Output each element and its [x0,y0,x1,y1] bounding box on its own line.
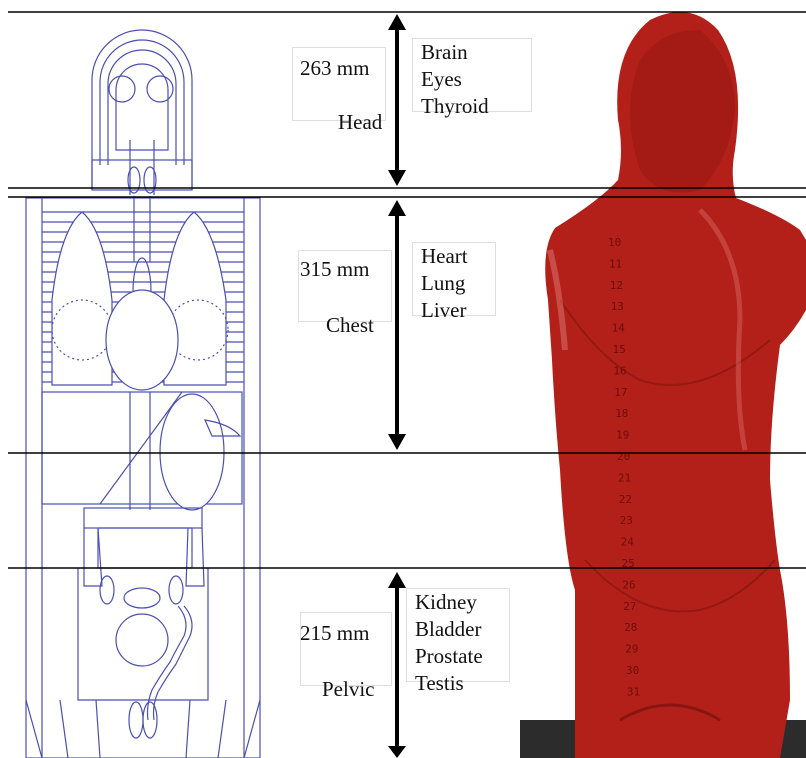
chest-length: 315 mm [300,256,369,283]
heart [106,290,178,390]
kidney-right [169,576,183,604]
organ-heart: Heart [421,243,495,270]
phantom-scale-label: 30 [626,664,639,677]
organ-lung: Lung [421,270,495,297]
phantom-scale-label: 16 [613,364,626,377]
testis-left [129,702,143,738]
phantom-scale-label: 24 [621,536,635,549]
head-label: Head [338,109,382,136]
phantom-scale-label: 11 [609,257,622,270]
eye-left [109,76,135,102]
testis-right [143,702,157,738]
phantom-scale-label: 28 [624,621,637,634]
eye-right [147,76,173,102]
head-organs: Brain Eyes Thyroid [412,38,532,112]
phantom-scale-label: 20 [617,450,630,463]
bladder [116,614,168,666]
schematic-head [92,30,192,195]
head-length: 263 mm [300,55,369,82]
organ-kidney: Kidney [415,589,509,616]
phantom-scale-label: 27 [623,600,636,613]
phantom-scale-label: 23 [620,514,633,527]
phantom-scale-label: 22 [619,493,632,506]
phantom-scale-label: 12 [610,279,623,292]
organ-bladder: Bladder [415,616,509,643]
phantom-scale-label: 14 [612,322,626,335]
organ-testis: Testis [415,670,509,697]
pelvic-label: Pelvic [322,676,375,703]
organ-brain: Brain [421,39,531,66]
organ-prostate: Prostate [415,643,509,670]
phantom-scale-label: 29 [625,643,638,656]
kidney-left [100,576,114,604]
phantom-photo: 1011121314151617181920212223242526272829… [520,12,806,758]
chest-organs: Heart Lung Liver [412,242,496,316]
phantom-scale-label: 13 [611,300,624,313]
phantom-scale-label: 15 [613,343,626,356]
phantom-scale-label: 26 [622,578,635,591]
phantom-scale-label: 21 [618,471,631,484]
organ-thyroid: Thyroid [421,93,531,120]
phantom-scale-label: 31 [627,685,640,698]
pelvic-length: 215 mm [300,620,369,647]
chest-label: Chest [326,312,374,339]
lung-left [52,212,112,385]
phantom-scale-label: 17 [614,386,627,399]
pelvic-organs: Kidney Bladder Prostate Testis [406,588,510,682]
organ-liver: Liver [421,297,495,324]
phantom-scale-label: 19 [616,429,629,442]
organ-eyes: Eyes [421,66,531,93]
phantom-scale-label: 18 [615,407,628,420]
phantom-scale-label: 10 [608,236,621,249]
